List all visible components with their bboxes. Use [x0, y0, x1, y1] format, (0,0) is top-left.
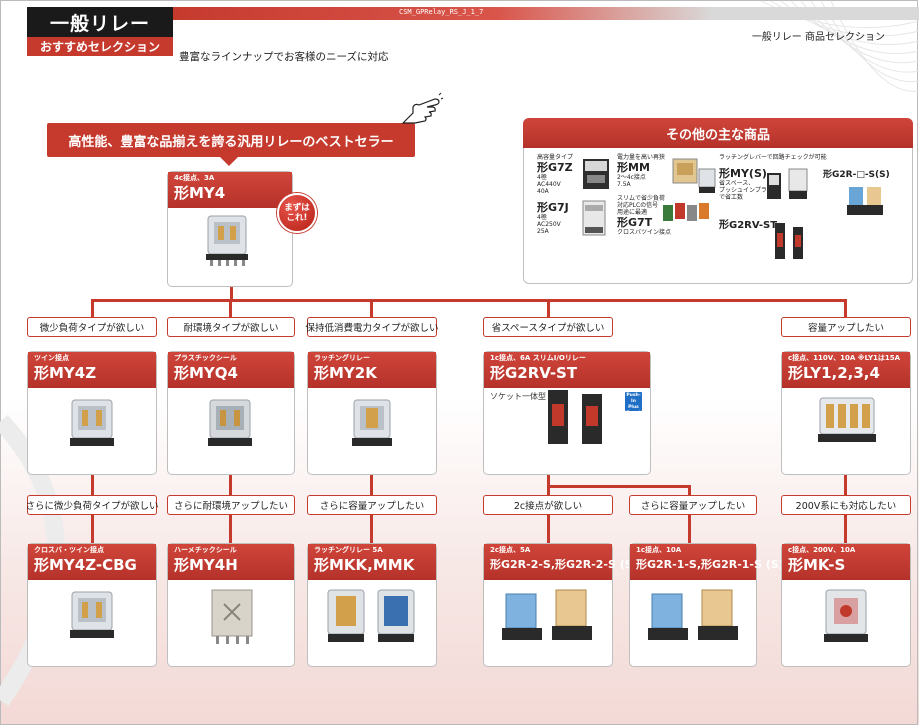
- tree-line: [370, 473, 373, 495]
- tree-line: [91, 299, 847, 302]
- product-card-my2k[interactable]: ラッチングリレー 形MY2K: [307, 351, 437, 475]
- other-item-mys-detail: 形MY(S) 省スペース、 プッシュインプラス で省工数: [719, 167, 773, 201]
- need-low-power: 保持低消費電力タイプが欲しい: [306, 317, 439, 337]
- push-in-plus-panel-tag: Push-In Plus Panel: [625, 392, 642, 416]
- product-card-my4[interactable]: 4c接点、3A 形MY4: [167, 171, 293, 287]
- tree-line: [688, 515, 691, 545]
- relay-image: [352, 399, 392, 446]
- tree-line: [370, 515, 373, 545]
- product-card-ly[interactable]: c接点、110V、10A ※LY1は15A 形LY1,2,3,4: [781, 351, 911, 475]
- tree-line: [91, 473, 94, 495]
- relay-image: [548, 390, 602, 444]
- tree-line: [688, 485, 691, 495]
- tree-line: [844, 473, 847, 495]
- need-more-environment: さらに耐環境アップしたい: [167, 495, 295, 515]
- other-item-g2rv-st[interactable]: 形G2RV-ST: [719, 220, 778, 231]
- need-low-load: 微少負荷タイプが欲しい: [27, 317, 157, 337]
- product-card-mk-s[interactable]: c接点、200V、10A 形MK-S: [781, 543, 911, 667]
- product-card-g2rv-st[interactable]: 1c接点、6A スリムI/Oリレー 形G2RV-ST ソケット一体型: [483, 351, 651, 475]
- product-card-my4h[interactable]: ハーメチックシール 形MY4H: [167, 543, 295, 667]
- headline-banner: 高性能、豊富な品揃えを誇る汎用リレーのベストセラー: [47, 123, 415, 157]
- relay-image: [648, 589, 738, 640]
- relay-image: [767, 168, 808, 199]
- product-card-g2r-1-s[interactable]: 1c接点、10A 形G2R-1-S,形G2R-1-S (S): [629, 543, 784, 667]
- tree-line: [844, 299, 847, 317]
- need-capacity: 容量アップしたい: [781, 317, 911, 337]
- header-bar-accent: [173, 7, 713, 20]
- relay-image: [583, 159, 609, 189]
- need-space: 省スペースタイプが欲しい: [483, 317, 613, 337]
- relay-image: [582, 200, 606, 236]
- need-lower-load: さらに微少負荷タイプが欲しい: [26, 495, 159, 515]
- other-item-g7z[interactable]: 高容量タイプ 形G7Z 4極 AC440V 40A: [537, 154, 574, 195]
- product-card-my4z[interactable]: ツイン接点 形MY4Z: [27, 351, 157, 475]
- relay-image: [70, 399, 114, 446]
- tree-line: [91, 515, 94, 545]
- tree-line: [547, 485, 691, 488]
- need-200v: 200V系にも対応したい: [781, 495, 911, 515]
- product-card-my4z-cbg[interactable]: クロスバ・ツイン接点 形MY4Z-CBG: [27, 543, 157, 667]
- other-products-title: その他の主な商品: [523, 118, 913, 148]
- tree-line: [547, 485, 550, 495]
- relay-image: [847, 187, 883, 215]
- relay-image: [208, 399, 252, 446]
- tree-line: [229, 515, 232, 545]
- need-more-capacity: さらに容量アップしたい: [307, 495, 437, 515]
- page-subtitle: おすすめセレクション: [27, 37, 173, 56]
- product-card-myq4[interactable]: プラスチックシール 形MYQ4: [167, 351, 295, 475]
- need-more-capacity-g2r: さらに容量アップしたい: [629, 495, 757, 515]
- relay-image: [824, 589, 868, 642]
- tree-line: [229, 473, 232, 495]
- product-note: ソケット一体型: [490, 392, 546, 401]
- product-caption: 4c接点、3A: [174, 174, 215, 182]
- tree-line: [844, 515, 847, 545]
- relay-image: [70, 591, 114, 638]
- other-item-mm[interactable]: 電力量を高い再狭 形MM 2～4c接点 7.5A: [617, 154, 666, 188]
- need-environment: 耐環境タイプが欲しい: [167, 317, 295, 337]
- relay-image: [698, 168, 716, 193]
- other-item-g2r-s[interactable]: 形G2R-□-S(S): [823, 170, 890, 180]
- relay-image: [502, 589, 592, 640]
- tree-line: [229, 299, 232, 317]
- relay-image: [663, 203, 709, 221]
- need-2c-contact: 2c接点が欲しい: [483, 495, 613, 515]
- headline-arrow: [219, 156, 239, 166]
- tree-line: [91, 299, 94, 317]
- relay-image: [775, 223, 803, 259]
- product-name: 形MY4: [174, 184, 226, 202]
- relay-image: [672, 158, 698, 184]
- tree-line: [547, 299, 550, 317]
- tree-line: [370, 299, 373, 317]
- other-item-g7t[interactable]: スリムで省少負荷 対応PLCの信号 用途に最適 形G7T クロスバツイン接点: [617, 195, 672, 236]
- page-title: 一般リレー: [27, 7, 173, 37]
- tree-line: [547, 473, 550, 487]
- category-tag: 一般リレー 商品セレクション: [751, 32, 885, 43]
- relay-image: [327, 589, 415, 642]
- other-item-mys[interactable]: ラッチングレバーで回路チェックが可能: [719, 154, 827, 161]
- relay-image: [211, 589, 253, 644]
- product-card-mkk-mmk[interactable]: ラッチングリレー 5A 形MKK,MMK: [307, 543, 437, 667]
- relay-image: [206, 215, 248, 266]
- other-item-g7j[interactable]: 形G7J 4極 AC250V 25A: [537, 201, 569, 235]
- lead-text: 豊富なラインナップでお客様のニーズに対応: [179, 51, 389, 63]
- relay-image: [818, 397, 876, 442]
- tree-line: [547, 515, 550, 545]
- doc-code: CSM_GPRelay_RS_J_1_7: [399, 8, 484, 16]
- tree-line: [230, 285, 233, 301]
- pointing-hand-icon: [401, 92, 444, 124]
- recommend-badge: まずはこれ!: [277, 193, 317, 233]
- product-card-g2r-2-s[interactable]: 2c接点、5A 形G2R-2-S,形G2R-2-S (S): [483, 543, 638, 667]
